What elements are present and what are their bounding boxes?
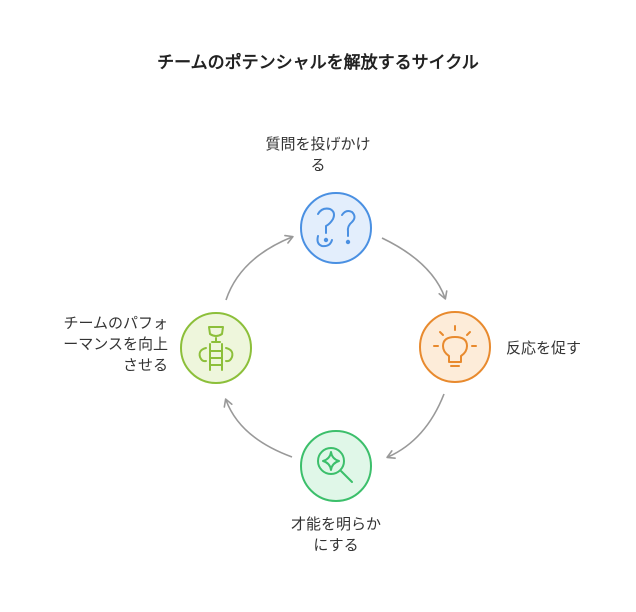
step-label-line: にする — [313, 536, 359, 554]
sparkle-search-icon — [317, 447, 353, 483]
arrow-right-to-bottom — [386, 393, 445, 459]
step-label-line: 反応を促す — [506, 339, 582, 357]
step-label-trophy: チームのパフォ ーマンスを向上 させる — [20, 313, 168, 376]
lightbulb-icon — [433, 325, 477, 367]
step-label-question: 質問を投げかけ る — [228, 134, 408, 176]
diagram-title: チームのポテンシャルを解放するサイクル — [157, 53, 479, 73]
arrow-top-to-right — [381, 237, 448, 300]
step-label-search: 才能を明らか にする — [246, 514, 426, 556]
trophy-ladder-icon — [198, 326, 234, 371]
step-label-line: させる — [122, 356, 168, 374]
step-label-line: 質問を投げかけ — [265, 135, 371, 153]
step-label-line: る — [310, 156, 326, 174]
step-node-search — [300, 430, 372, 502]
arrow-left-to-top — [225, 234, 294, 301]
arrow-bottom-to-left — [223, 398, 293, 458]
question-icon — [316, 207, 356, 248]
step-label-lightbulb: 反応を促す — [506, 338, 616, 359]
step-node-lightbulb — [419, 311, 491, 383]
step-node-question — [300, 192, 372, 264]
step-label-line: ーマンスを向上 — [63, 335, 168, 353]
step-node-trophy — [180, 312, 252, 384]
step-label-line: 才能を明らか — [290, 515, 381, 533]
step-label-line: チームのパフォ — [63, 314, 168, 332]
